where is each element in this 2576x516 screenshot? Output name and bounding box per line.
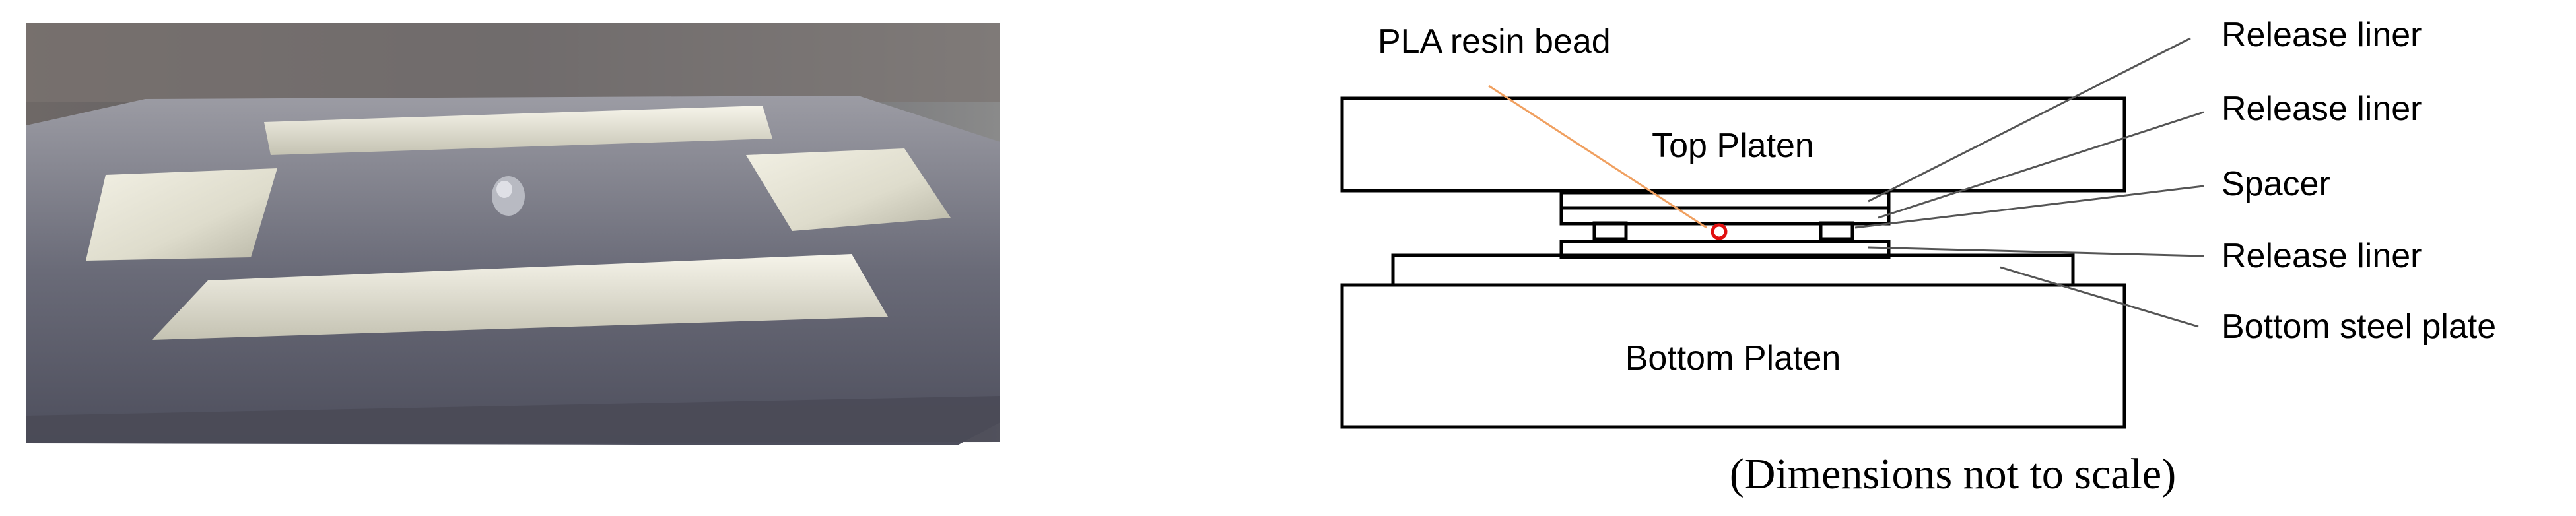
label-bottom-steel-plate: Bottom steel plate xyxy=(2221,307,2496,346)
leader-bottom-steel-plate xyxy=(2000,266,2199,328)
leader-lines xyxy=(1854,37,2204,328)
spacer-right xyxy=(1819,221,1854,241)
foil-top-strip xyxy=(264,106,772,155)
bottom-steel-plate xyxy=(1391,253,2075,287)
label-release-liner-3: Release liner xyxy=(2221,237,2422,275)
label-spacer: Spacer xyxy=(2221,165,2330,203)
press-schematic xyxy=(1340,96,2126,429)
bottom-platen xyxy=(1340,283,2126,429)
label-bottom-platen: Bottom Platen xyxy=(1625,339,1841,377)
leader-spacer xyxy=(1854,185,2204,229)
leader-release-liner-1 xyxy=(1868,37,2191,203)
label-release-liner-1: Release liner xyxy=(2221,16,2422,54)
leader-release-liner-2 xyxy=(1878,111,2204,219)
foil-right-square xyxy=(746,148,951,231)
foil-left-square xyxy=(86,168,277,261)
top-platen xyxy=(1340,96,2126,193)
resin-bead-marker xyxy=(1711,223,1728,240)
sample-photo xyxy=(26,23,1000,445)
plate-edge xyxy=(26,396,1000,443)
label-top-platen: Top Platen xyxy=(1652,127,1814,165)
leader-resin-bead xyxy=(1488,84,1707,229)
label-release-liner-2: Release liner xyxy=(2221,90,2422,128)
release-liner-upper-a xyxy=(1559,191,1891,210)
foil-bottom-strip xyxy=(152,254,888,340)
release-liner-upper-b xyxy=(1559,206,1891,226)
photo-backdrop-top xyxy=(26,23,1000,102)
release-liner-lower xyxy=(1559,240,1891,259)
caption: (Dimensions not to scale) xyxy=(1730,450,2176,498)
label-pla-resin-bead: PLA resin bead xyxy=(1378,22,1611,61)
leader-release-liner-3 xyxy=(1868,246,2204,257)
spacer-left xyxy=(1592,221,1628,241)
